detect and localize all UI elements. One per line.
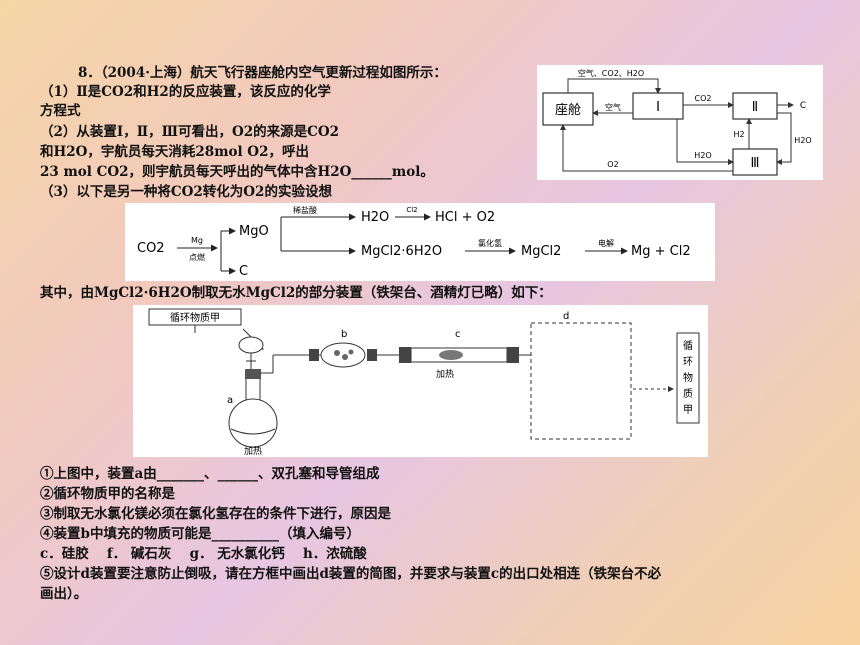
c-text: C <box>239 264 248 279</box>
o2-label: O2 <box>607 160 618 169</box>
unit1-box <box>632 92 684 120</box>
material-label: 循环物质甲 <box>170 311 220 324</box>
subquestion-5-a: ⑤设计d装置要注意防止倒吸，请在方框中画出d装置的简图，并要求与装置c的出口处相… <box>40 566 662 582</box>
unit3-label: Ⅲ <box>751 156 760 171</box>
unit2-label: Ⅱ <box>752 100 758 115</box>
label-b: b <box>341 329 347 340</box>
part2-line-b: 和H2O，宇航员每天消耗28mol O2，呼出 <box>40 144 309 160</box>
cabin-label: 座舱 <box>555 103 581 118</box>
subquestion-1: ①上图中，装置a由_______、______、双孔塞和导管组成 <box>40 466 380 482</box>
hcl-o2-text: HCl + O2 <box>435 210 495 225</box>
circ-char-3: 物 <box>683 371 693 384</box>
apparatus-diagram: 循环物质甲 a 加热 b c 加热 <box>133 305 708 457</box>
ignite-text: 点燃 <box>189 252 205 262</box>
h2o-bottom-label: H2O <box>694 151 711 160</box>
heat-c-label: 加热 <box>436 368 454 380</box>
part1-line-b: 方程式 <box>40 103 81 119</box>
subquestion-4: ④装置b中填充的物质可能是__________（填入编号） <box>40 526 360 542</box>
unit1-label: Ⅰ <box>656 100 660 115</box>
co2-text: CO2 <box>137 241 165 256</box>
part2-line-c: 23 mol CO2，则宇航员每天呼出的气体中含H2O______mol。 <box>40 164 434 180</box>
products-text: Mg + Cl2 <box>631 244 691 259</box>
circ-char-4: 质 <box>683 388 693 400</box>
reaction-scheme: CO2 Mg 点燃 MgO C 稀盐酸 H2O Cl2 HCl + O2 MgC… <box>125 203 715 281</box>
dilute-hcl-text: 稀盐酸 <box>293 205 317 215</box>
part3-line: （3）以下是另一种将CO2转化为O2的实验设想 <box>40 184 332 200</box>
h2o-text: H2O <box>361 210 389 225</box>
electrolysis-text: 电解 <box>598 238 614 248</box>
unit2-box <box>732 92 778 120</box>
hydrate-text: MgCl2·6H2O <box>361 244 442 259</box>
circ-char-1: 循 <box>683 339 693 352</box>
heat-a-label: 加热 <box>244 445 262 457</box>
air-label: 空气 <box>605 102 621 112</box>
co2-label: CO2 <box>695 94 712 103</box>
label-d: d <box>563 311 569 322</box>
funnel <box>238 336 264 354</box>
mgo-text: MgO <box>239 224 269 239</box>
box-d <box>530 322 632 440</box>
h2-label: H2 <box>733 130 744 139</box>
apparatus-intro: 其中，由MgCl2·6H2O制取无水MgCl2的部分装置（铁架台、酒精灯已略）如… <box>40 285 552 301</box>
cabin-air-diagram: 座舱 Ⅰ Ⅱ Ⅲ 空气、CO2、H2O 空气 CO2 C H2 H2O H2O … <box>537 65 823 180</box>
subquestion-5-b: 画出）。 <box>40 586 88 602</box>
circulation-box <box>676 332 700 424</box>
h2o-right-label: H2O <box>794 136 811 145</box>
c-out-label: C <box>800 101 806 111</box>
part1-line-a: （1）Ⅱ是CO2和H2的反应装置，该反应的化学 <box>40 84 331 100</box>
label-a: a <box>227 395 233 406</box>
top-flow-label: 空气、CO2、H2O <box>578 68 644 78</box>
question-title: 8．（2004·上海）航天飞行器座舱内空气更新过程如图所示： <box>78 65 447 81</box>
circ-char-5: 甲 <box>683 405 693 416</box>
circ-char-2: 环 <box>683 357 693 368</box>
options-line: c．硅胶 f． 碱石灰 g． 无水氯化钙 h．浓硫酸 <box>40 546 367 562</box>
cabin-box <box>542 92 594 126</box>
mgcl2-text: MgCl2 <box>521 244 561 259</box>
subquestion-2: ②循环物质甲的名称是 <box>40 486 175 502</box>
part2-line-a: （2）从装置Ⅰ，Ⅱ，Ⅲ可看出，O2的来源是CO2 <box>40 124 340 140</box>
label-c: c <box>455 329 461 340</box>
mg-text: Mg <box>191 236 203 245</box>
hcl-gas-text: 氯化氢 <box>478 238 502 248</box>
subquestion-3: ③制取无水氯化镁必须在氯化氢存在的条件下进行，原因是 <box>40 506 391 522</box>
flask-a <box>228 398 278 448</box>
cl2-text: Cl2 <box>406 206 417 214</box>
